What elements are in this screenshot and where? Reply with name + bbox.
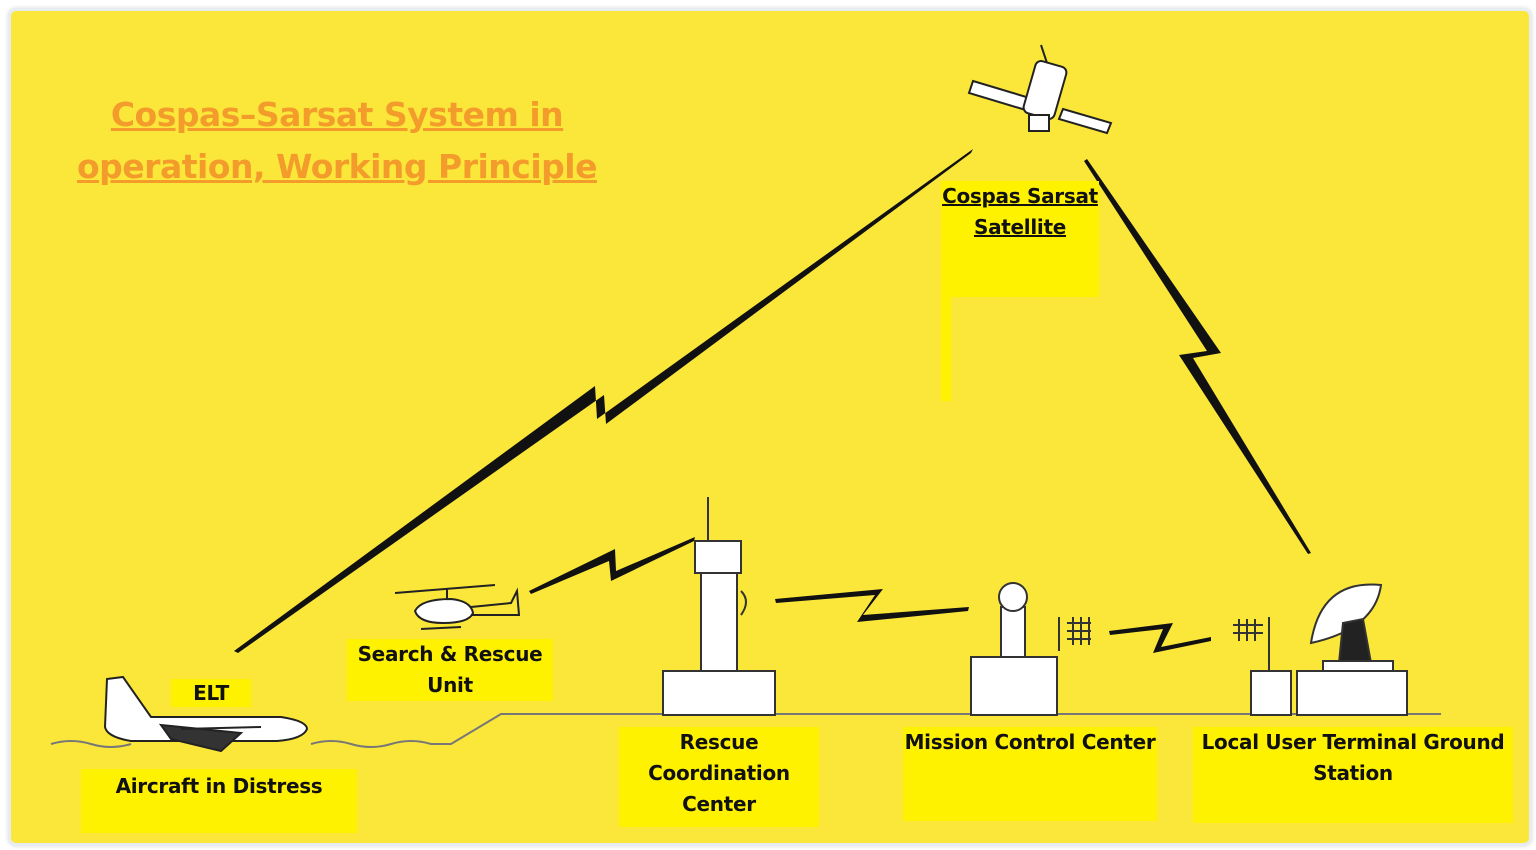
elt-label-text: ELT <box>193 681 229 705</box>
radio-link-icon <box>1109 623 1211 653</box>
control-tower-icon <box>662 497 776 716</box>
radio-link-icon <box>775 589 969 622</box>
diagram-title: Cospas–Sarsat System in operation, Worki… <box>77 89 597 193</box>
mcc-label: Mission Control Center <box>903 727 1157 821</box>
lut-label-line-2: Station <box>1313 761 1393 785</box>
label-highlight-strip <box>941 295 951 401</box>
satellite-dish-icon <box>1233 583 1408 716</box>
rcc-label-line-3: Center <box>682 792 756 816</box>
diagram-drawing <box>50 44 1441 753</box>
satellite-icon <box>967 44 1113 135</box>
title-line-1: Cospas–Sarsat System in <box>110 95 564 134</box>
sar-unit-label-line-1: Search & Rescue <box>357 642 543 666</box>
aircraft-label-text: Aircraft in Distress <box>115 774 323 798</box>
rcc-label-line-2: Coordination <box>648 761 790 785</box>
satellite-label-line-1: Cospas Sarsat <box>942 184 1098 208</box>
aircraft-label: Aircraft in Distress <box>81 769 357 833</box>
airplane-icon <box>103 675 309 753</box>
mcc-label-text: Mission Control Center <box>904 730 1156 754</box>
radio-link-icon <box>234 149 973 653</box>
radio-link-icon <box>1084 159 1311 554</box>
sar-unit-label: Search & Rescue Unit <box>347 639 553 701</box>
elt-label: ELT <box>171 679 251 707</box>
ground-line <box>50 713 1441 748</box>
radio-link-icon <box>529 537 695 594</box>
rcc-label: Rescue Coordination Center <box>619 727 819 827</box>
mission-control-building-icon <box>970 582 1091 716</box>
sar-unit-label-line-2: Unit <box>427 673 473 697</box>
helicopter-icon <box>394 584 521 630</box>
rcc-label-line-1: Rescue <box>679 730 759 754</box>
lut-label: Local User Terminal Ground Station <box>1193 727 1513 823</box>
diagram-canvas: Cospas–Sarsat System in operation, Worki… <box>8 8 1532 846</box>
lut-label-line-1: Local User Terminal Ground <box>1201 730 1505 754</box>
title-line-2: operation, Working Principle <box>77 147 597 186</box>
satellite-label: Cospas Sarsat Satellite <box>941 181 1099 297</box>
satellite-label-line-2: Satellite <box>973 215 1067 239</box>
